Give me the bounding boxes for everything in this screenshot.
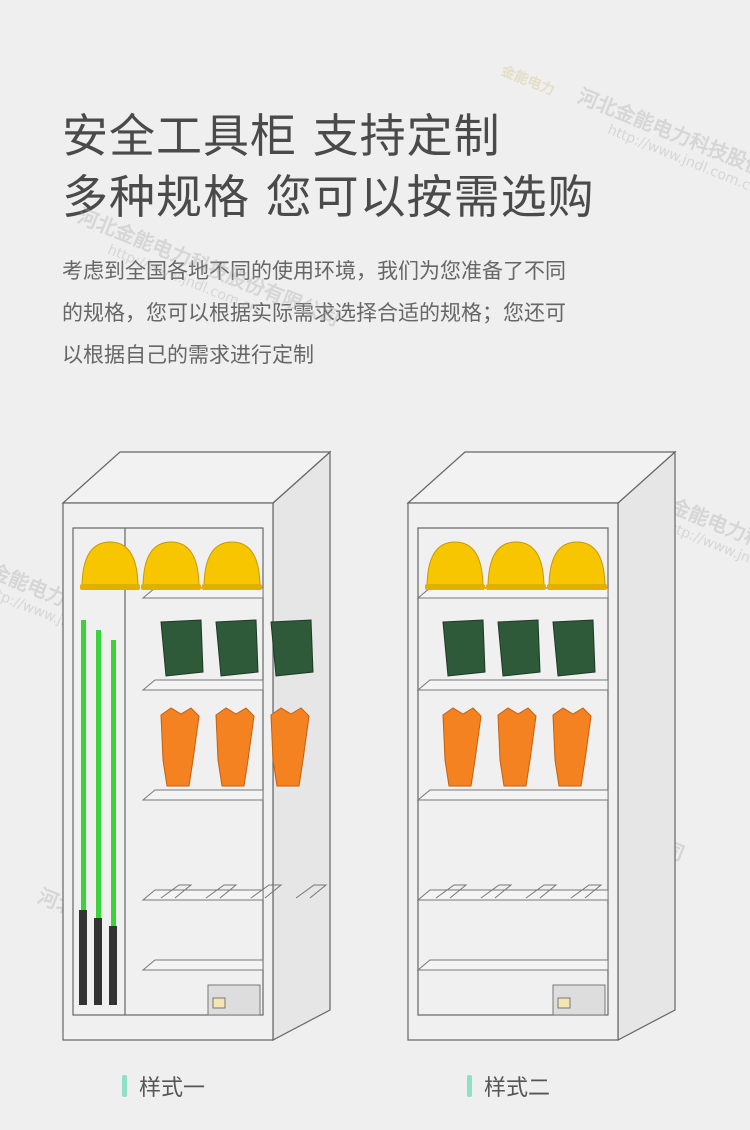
boot-rack-slot xyxy=(480,884,513,899)
rubber-glove xyxy=(497,707,537,787)
shelf xyxy=(416,789,609,801)
cabinet-2 xyxy=(406,450,677,1041)
description: 考虑到全国各地不同的使用环境，我们为您准备了不同的规格，您可以根据实际需求选择合… xyxy=(62,259,566,367)
shelf xyxy=(141,587,264,599)
insulating-rod xyxy=(81,620,86,920)
shelf xyxy=(416,959,609,971)
dehumidifier-control-box xyxy=(207,984,261,1016)
cabinet-inner-frame xyxy=(72,527,264,1016)
boot-rack-slot xyxy=(160,884,193,899)
rubber-glove xyxy=(442,707,482,787)
heading-line-2: 多种规格 您可以按需选购 xyxy=(62,170,595,224)
cabinet-inner-frame xyxy=(417,527,609,1016)
boot-rack-slot xyxy=(295,884,328,899)
boot-rack-slot xyxy=(570,884,603,899)
shelf xyxy=(416,587,609,599)
shelf xyxy=(141,959,264,971)
insulated-boot xyxy=(160,619,204,677)
helmet xyxy=(142,541,200,589)
cabinet-1 xyxy=(61,450,332,1041)
rod-handle xyxy=(79,910,87,1005)
helmet-brim xyxy=(80,584,140,590)
shelf xyxy=(141,789,264,801)
insulated-boot xyxy=(552,619,596,677)
insulated-boot xyxy=(270,619,314,677)
control-display xyxy=(557,997,571,1009)
helmet-brim xyxy=(141,584,201,590)
helmet-brim xyxy=(547,584,607,590)
boot-rack-slot xyxy=(525,884,558,899)
control-display xyxy=(212,997,226,1009)
helmet xyxy=(487,541,545,589)
insulated-boot xyxy=(215,619,259,677)
boot-rack-slot xyxy=(435,884,468,899)
style-2-label: 样式二 xyxy=(467,1070,550,1102)
insulating-rod xyxy=(111,640,116,940)
boot-rack-slot xyxy=(205,884,238,899)
helmet xyxy=(548,541,606,589)
helmet xyxy=(81,541,139,589)
heading-line-1: 安全工具柜 支持定制 xyxy=(62,109,501,163)
style-1-label: 样式一 xyxy=(122,1070,205,1102)
helmet-brim xyxy=(425,584,485,590)
rubber-glove xyxy=(552,707,592,787)
helmet xyxy=(203,541,261,589)
insulated-boot xyxy=(442,619,486,677)
rubber-glove xyxy=(270,707,310,787)
accent-bar xyxy=(467,1075,472,1097)
rod-handle xyxy=(94,918,102,1005)
rubber-glove xyxy=(215,707,255,787)
boot-rack-slot xyxy=(250,884,283,899)
shelf xyxy=(416,679,609,691)
helmet-brim xyxy=(486,584,546,590)
insulated-boot xyxy=(497,619,541,677)
shelf xyxy=(416,889,609,901)
helmet-brim xyxy=(202,584,262,590)
rubber-glove xyxy=(160,707,200,787)
accent-bar xyxy=(122,1075,127,1097)
cabinet-side xyxy=(617,450,676,1041)
insulating-rod xyxy=(96,630,101,930)
helmet xyxy=(426,541,484,589)
rod-handle xyxy=(109,926,117,1005)
shelf xyxy=(141,679,264,691)
shelf xyxy=(141,889,264,901)
